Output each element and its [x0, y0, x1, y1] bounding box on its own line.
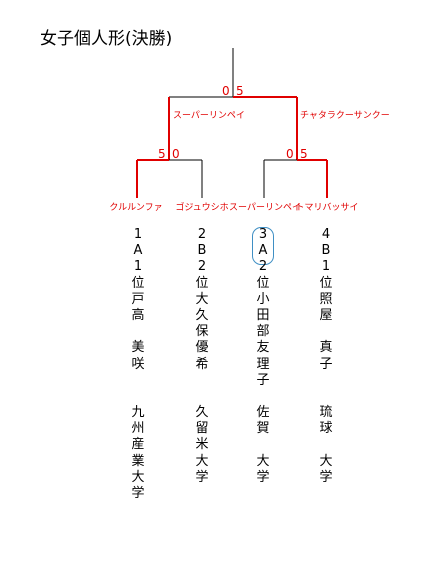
- seed-rank-suffix: 位: [195, 275, 209, 291]
- surname-char: 保: [195, 324, 209, 340]
- seed-rank-suffix: 位: [256, 275, 270, 291]
- surname-char: 戸: [131, 291, 145, 307]
- seed-number: 3: [258, 227, 268, 242]
- school-char: 久: [195, 405, 209, 421]
- seed-group: A: [133, 243, 143, 259]
- surname-char: 久: [195, 307, 209, 323]
- school-char: 業: [131, 453, 145, 469]
- surname-char: 大: [195, 291, 209, 307]
- seed-group: A: [258, 243, 268, 259]
- surname-char: 屋: [319, 307, 333, 323]
- seed-group: B: [197, 243, 207, 259]
- semi-right-score-a: 0: [286, 147, 294, 161]
- seed-group: B: [321, 243, 331, 259]
- school-char: [253, 437, 273, 453]
- school-char: 九: [131, 405, 145, 421]
- school-char: 大: [131, 469, 145, 485]
- competitor-2-column: 2 B 2 位 大 久 保 優 希 久 留 米 大 学: [192, 227, 212, 486]
- school-char: 大: [195, 453, 209, 469]
- surname-char: 照: [319, 291, 333, 307]
- final-left-score: 0: [222, 84, 230, 98]
- surname-char: 田: [256, 307, 270, 323]
- surname-char: 小: [256, 291, 270, 307]
- competitor-4-technique: トマリバッサイ: [295, 203, 359, 213]
- given-name-char: 優: [195, 340, 209, 356]
- seed-rank: 1: [321, 259, 331, 275]
- school-char: [316, 437, 336, 453]
- seed-rank: 2: [258, 259, 268, 275]
- school-char: 学: [131, 486, 145, 501]
- school-char: 佐: [256, 405, 270, 421]
- seed-rank-suffix: 位: [319, 275, 333, 291]
- seed-highlight-oval: [252, 227, 274, 265]
- semi-left-score-a: 5: [158, 147, 166, 161]
- competitor-1-column: 1 A 1 位 戸 高 美 咲 九 州 産 業 大 学: [128, 227, 148, 502]
- school-char: 大: [319, 453, 333, 469]
- school-char: 州: [131, 421, 145, 437]
- semi-left-technique: スーパーリンペイ: [173, 111, 245, 121]
- given-name-char: 理: [256, 356, 270, 372]
- seed-number: 2: [197, 227, 207, 242]
- school-char: 球: [319, 421, 333, 437]
- semi-right-technique: チャタラクーサンクー: [300, 111, 390, 121]
- seed-number: 1: [133, 227, 143, 242]
- seed-rank: 1: [133, 259, 143, 275]
- seed-rank: 2: [197, 259, 207, 275]
- page-title: 女子個人形(決勝): [40, 29, 173, 49]
- given-name-char: 美: [131, 340, 145, 356]
- school-char: 学: [195, 469, 209, 485]
- seed-rank-suffix: 位: [131, 275, 145, 291]
- school-char: 琉: [319, 405, 333, 421]
- surname-char: 高: [131, 307, 145, 323]
- given-name-char: 咲: [131, 356, 145, 372]
- given-name-char: 希: [195, 356, 209, 372]
- school-char: 産: [131, 437, 145, 453]
- school-char: 学: [256, 469, 270, 485]
- competitor-3-column: 3 A 2 位 小 田 部 友 理 子 佐 賀 大 学: [253, 227, 273, 486]
- given-name-char: 友: [256, 340, 270, 356]
- seed-number: 4: [321, 227, 331, 242]
- school-char: 大: [256, 453, 270, 469]
- surname-char: 部: [256, 324, 270, 340]
- final-right-score: 5: [236, 84, 244, 98]
- competitor-2-technique: ゴジュウシホ: [175, 203, 229, 213]
- semi-left-score-b: 0: [172, 147, 180, 161]
- given-name-char: 子: [256, 372, 270, 388]
- competitor-4-column: 4 B 1 位 照 屋 真 子 琉 球 大 学: [316, 227, 336, 486]
- given-name-char: 真: [319, 340, 333, 356]
- given-name-char: 子: [319, 356, 333, 372]
- competitor-3-technique: スーパーリンペイ: [229, 203, 301, 213]
- competitor-1-technique: クルルンファ: [109, 203, 163, 213]
- school-char: 米: [195, 437, 209, 453]
- semi-right-score-b: 5: [300, 147, 308, 161]
- school-char: 賀: [256, 421, 270, 437]
- school-char: 留: [195, 421, 209, 437]
- school-char: 学: [319, 469, 333, 485]
